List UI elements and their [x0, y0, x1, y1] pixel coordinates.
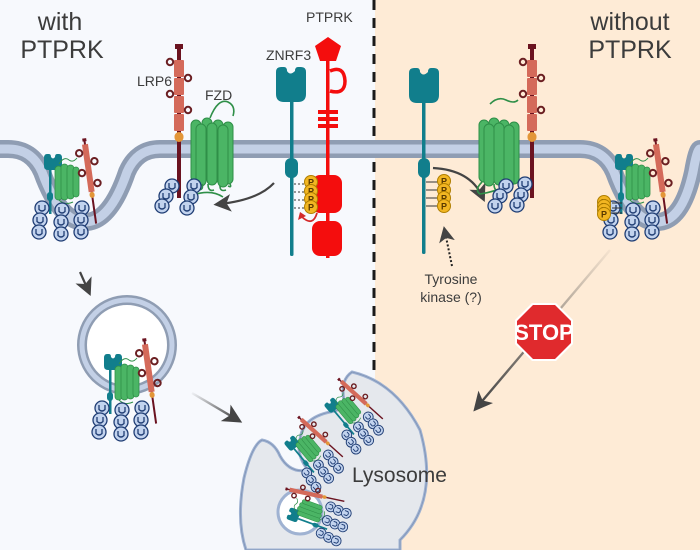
right-panel-title-line1: without — [589, 8, 669, 36]
phosphorylation-sites-right — [426, 174, 451, 213]
znrf3-label: ZNRF3 — [266, 47, 311, 63]
stop-sign-icon: STOP — [514, 303, 574, 361]
ptprk-receptor — [298, 37, 347, 258]
phospho-stack-right — [597, 195, 622, 221]
lrp6-receptor — [165, 44, 193, 198]
left-panel-title-line2: PTPRK — [20, 36, 104, 64]
vesicle-to-lysosome-arrow — [191, 391, 243, 423]
lrp6-label: LRP6 — [137, 73, 172, 89]
right-panel-title-line2: PTPRK — [588, 36, 672, 64]
endocytosis-arrow — [75, 271, 92, 297]
znrf3-receptor — [276, 67, 306, 256]
phosphorylation-sites-left — [294, 175, 318, 214]
ptprk-label: PTPRK — [306, 9, 353, 25]
fzd-label: FZD — [205, 87, 232, 103]
lysosome-label: Lysosome — [352, 464, 447, 487]
tyrosine-kinase-label-line2: kinase (?) — [420, 289, 481, 305]
left-panel-title-line1: with — [37, 8, 82, 36]
ubiquitination-arrow-right — [432, 166, 486, 202]
lrp6-receptor-right — [518, 44, 546, 198]
svg-text:STOP: STOP — [514, 320, 574, 345]
tyrosine-kinase-label-line1: Tyrosine — [425, 271, 478, 287]
znrf3-receptor-right — [409, 68, 439, 254]
ubiquitination-arrow — [213, 182, 275, 212]
tyrosine-kinase-arrow — [439, 226, 455, 267]
